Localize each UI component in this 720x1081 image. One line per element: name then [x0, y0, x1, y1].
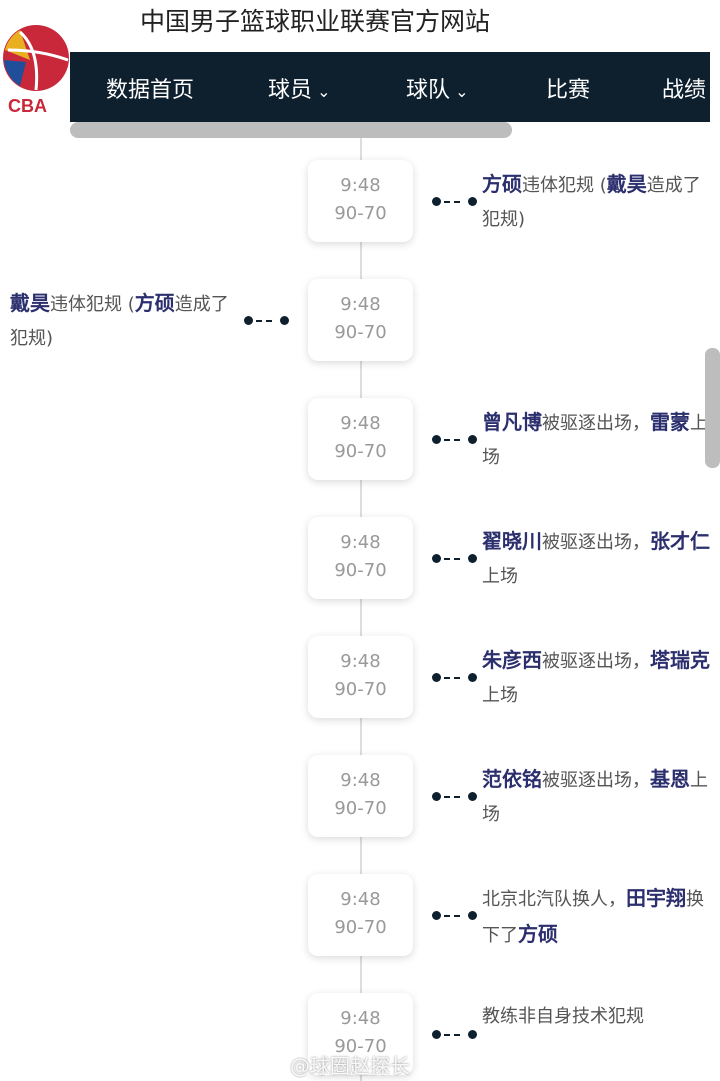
event-time: 9:48 [340, 889, 381, 910]
event-time: 9:48 [340, 1008, 381, 1029]
horizontal-scrollbar[interactable] [70, 122, 512, 138]
event-text: 违体犯规 ( [522, 175, 607, 196]
time-score-card: 9:48 90-70 [308, 636, 413, 718]
event-text: 造成了犯规) [482, 175, 701, 230]
event-score: 90-70 [334, 679, 387, 700]
event-text: 教练非自身技术犯规 [482, 1006, 644, 1027]
event-text: 北京北汽队换人， [482, 889, 626, 910]
player-name[interactable]: 雷蒙 [650, 410, 690, 434]
connector-icon [432, 434, 478, 444]
event-time: 9:48 [340, 770, 381, 791]
event-time: 9:48 [340, 413, 381, 434]
player-name[interactable]: 曾凡博 [482, 410, 542, 434]
time-score-card: 9:48 90-70 [308, 160, 413, 242]
nav-label: 比赛 [546, 78, 591, 103]
connector-icon [244, 315, 290, 325]
nav-item[interactable]: 球员 ⌄ [268, 72, 331, 104]
event-time: 9:48 [340, 175, 381, 196]
timeline-line [360, 138, 362, 1081]
connector-icon [432, 791, 478, 801]
event-text: 上场 [482, 685, 518, 706]
cba-logo[interactable]: CBA [0, 20, 72, 116]
player-name[interactable]: 张才仁 [650, 529, 710, 553]
event-score: 90-70 [334, 560, 387, 581]
player-name[interactable]: 方硕 [134, 291, 175, 315]
nav-label: 球队 [406, 78, 451, 103]
connector-icon [432, 672, 478, 682]
nav-item[interactable]: 战绩 [662, 72, 706, 104]
event-score: 90-70 [334, 441, 387, 462]
event-time: 9:48 [340, 532, 381, 553]
nav-label: 球员 [268, 78, 313, 103]
chevron-down-icon: ⌄ [450, 82, 469, 101]
event-description: 戴昊违体犯规 (方硕造成了犯规) [10, 286, 242, 356]
player-name[interactable]: 戴昊 [606, 172, 647, 196]
event-text: 上场 [482, 770, 708, 825]
event-description: 方硕违体犯规 (戴昊造成了犯规) [482, 167, 714, 237]
event-text: 上场 [482, 413, 708, 468]
event-score: 90-70 [334, 322, 387, 343]
nav-item[interactable]: 数据首页 [106, 72, 194, 104]
main-nav: 数据首页球员 ⌄球队 ⌄比赛战绩 [70, 52, 710, 122]
nav-label: 战绩 [662, 78, 707, 103]
event-text: 被驱逐出场， [542, 770, 650, 791]
event-description: 曾凡博被驱逐出场，雷蒙上场 [482, 405, 714, 475]
event-description: 翟晓川被驱逐出场，张才仁上场 [482, 524, 714, 594]
chevron-down-icon: ⌄ [312, 82, 331, 101]
event-description: 教练非自身技术犯规 [482, 1000, 714, 1034]
time-score-card: 9:48 90-70 [308, 993, 413, 1075]
event-text: 被驱逐出场， [542, 651, 650, 672]
event-text: 上场 [482, 566, 518, 587]
player-name[interactable]: 田宇翔 [626, 886, 686, 910]
player-name[interactable]: 基恩 [650, 767, 690, 791]
player-name[interactable]: 方硕 [518, 922, 558, 946]
event-score: 90-70 [334, 917, 387, 938]
event-score: 90-70 [334, 203, 387, 224]
logo-text: CBA [8, 96, 47, 116]
connector-icon [432, 910, 478, 920]
vertical-scrollbar[interactable] [705, 348, 720, 468]
time-score-card: 9:48 90-70 [308, 517, 413, 599]
event-description: 朱彦西被驱逐出场，塔瑞克上场 [482, 643, 714, 713]
time-score-card: 9:48 90-70 [308, 755, 413, 837]
time-score-card: 9:48 90-70 [308, 398, 413, 480]
event-text: 被驱逐出场， [542, 532, 650, 553]
nav-item[interactable]: 比赛 [546, 72, 590, 104]
event-score: 90-70 [334, 1036, 387, 1057]
player-name[interactable]: 翟晓川 [482, 529, 542, 553]
event-text: 换下了 [482, 889, 704, 946]
nav-item[interactable]: 球队 ⌄ [406, 72, 469, 104]
connector-icon [432, 196, 478, 206]
event-time: 9:48 [340, 651, 381, 672]
player-name[interactable]: 塔瑞克 [650, 648, 710, 672]
player-name[interactable]: 朱彦西 [482, 648, 542, 672]
connector-icon [432, 553, 478, 563]
event-description: 范依铭被驱逐出场，基恩上场 [482, 762, 714, 832]
player-name[interactable]: 方硕 [482, 172, 522, 196]
time-score-card: 9:48 90-70 [308, 874, 413, 956]
event-text: 造成了犯规) [10, 294, 229, 349]
connector-icon [432, 1029, 478, 1039]
nav-label: 数据首页 [106, 78, 195, 103]
event-time: 9:48 [340, 294, 381, 315]
event-score: 90-70 [334, 798, 387, 819]
player-name[interactable]: 范依铭 [482, 767, 542, 791]
player-name[interactable]: 戴昊 [10, 291, 50, 315]
event-description: 北京北汽队换人，田宇翔换下了方硕 [482, 881, 714, 953]
site-title: 中国男子篮球职业联赛官方网站 [140, 7, 491, 36]
event-text: 违体犯规 ( [50, 294, 135, 315]
time-score-card: 9:48 90-70 [308, 279, 413, 361]
watermark: @球圈赵探长 [290, 1054, 410, 1078]
event-text: 被驱逐出场， [542, 413, 650, 434]
